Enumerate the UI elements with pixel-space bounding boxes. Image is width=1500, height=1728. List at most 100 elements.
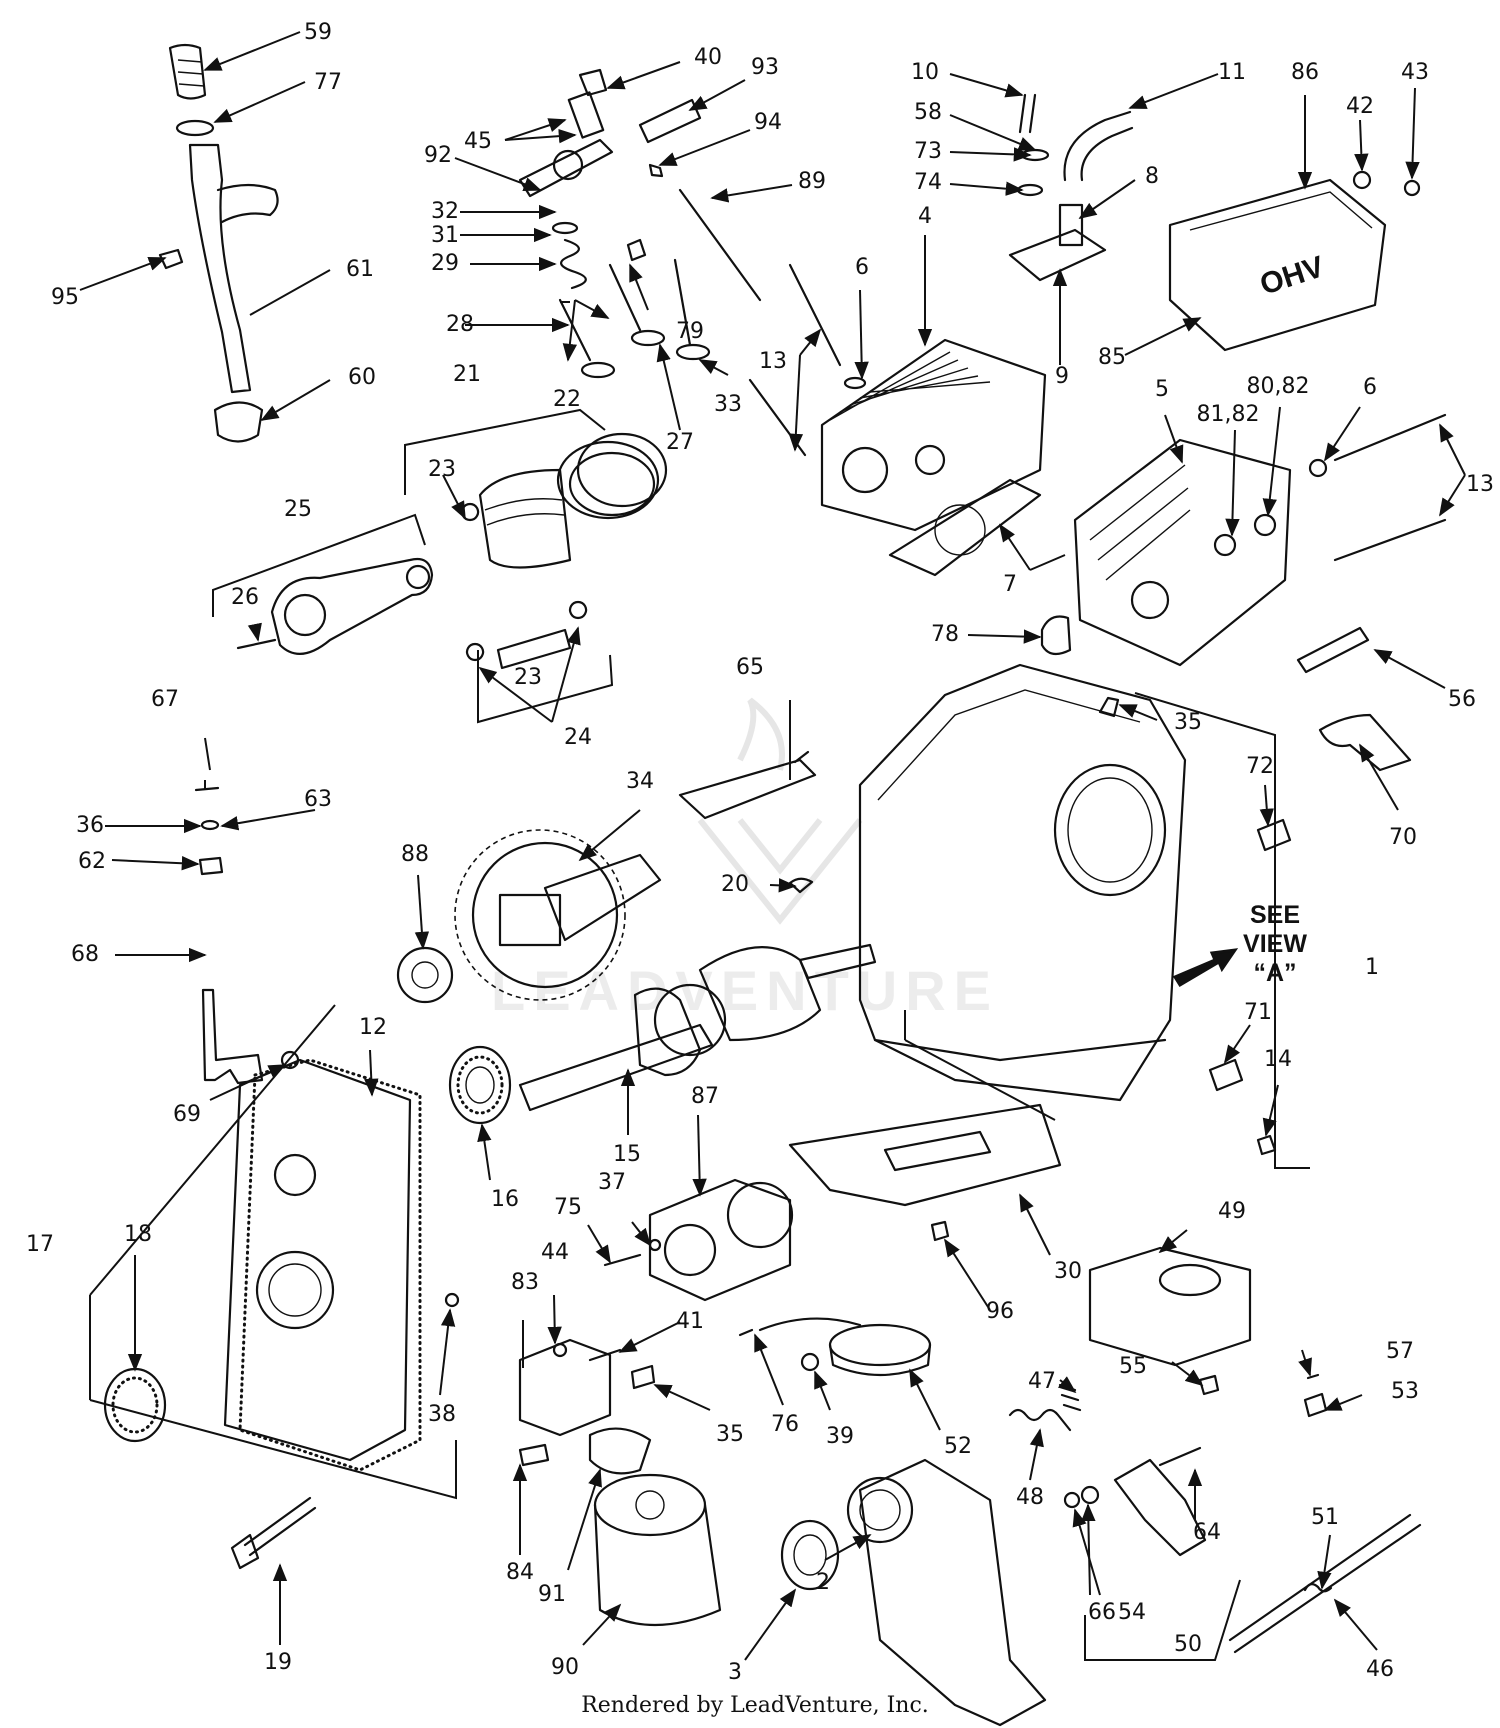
label-8082: 80,82: [1247, 374, 1310, 399]
seal-18: [103, 1367, 167, 1443]
watermark-logo: LEADVENTURE: [491, 697, 999, 1022]
label-52: 52: [944, 1434, 972, 1459]
label-55: 55: [1119, 1354, 1147, 1379]
label-6b: 6: [1363, 375, 1377, 400]
label-2: 2: [816, 1570, 830, 1595]
label-31: 31: [431, 223, 459, 248]
leader-lines: [79, 31, 1466, 1661]
piston-and-rings: [461, 432, 668, 569]
label-67: 67: [151, 687, 179, 712]
label-85: 85: [1098, 345, 1126, 370]
label-4: 4: [918, 204, 932, 229]
label-50: 50: [1174, 1632, 1202, 1657]
label-11: 11: [1218, 60, 1246, 85]
label-94: 94: [754, 110, 782, 135]
label-54: 54: [1118, 1600, 1146, 1625]
label-19: 19: [264, 1650, 292, 1675]
label-53: 53: [1391, 1379, 1419, 1404]
valve-cover: OHV: [1168, 170, 1421, 352]
camshaft: [454, 829, 662, 1001]
label-64: 64: [1193, 1520, 1221, 1545]
label-42: 42: [1346, 94, 1374, 119]
label-70: 70: [1389, 825, 1417, 850]
oil-pump: [603, 1178, 794, 1302]
label-89: 89: [798, 169, 826, 194]
label-28: 28: [446, 312, 474, 337]
label-13a: 13: [759, 349, 787, 374]
label-3: 3: [728, 1660, 742, 1685]
governor-bracket: [1088, 1246, 1252, 1396]
label-36: 36: [76, 813, 104, 838]
label-43: 43: [1401, 60, 1429, 85]
label-9: 9: [1055, 364, 1069, 389]
label-35b: 35: [716, 1422, 744, 1447]
crankcase: [858, 663, 1292, 1156]
spark-plug: [1040, 615, 1412, 772]
label-59: 59: [304, 20, 332, 45]
bolt-19: [230, 1496, 317, 1570]
governor-shaft: [194, 786, 264, 1085]
label-27: 27: [666, 430, 694, 455]
label-26: 26: [231, 585, 259, 610]
label-8: 8: [1145, 164, 1159, 189]
label-91: 91: [538, 1582, 566, 1607]
label-96: 96: [986, 1299, 1014, 1324]
label-92: 92: [424, 143, 452, 168]
label-7: 7: [1003, 572, 1017, 597]
label-71: 71: [1244, 1000, 1272, 1025]
label-86: 86: [1291, 60, 1319, 85]
watermark-text: LEADVENTURE: [491, 959, 999, 1022]
head-gasket: [888, 478, 1042, 577]
label-75: 75: [554, 1195, 582, 1220]
label-23b: 23: [514, 665, 542, 690]
label-35a: 35: [1174, 710, 1202, 735]
callout-line-3: “A”: [1253, 959, 1296, 987]
label-56: 56: [1448, 687, 1476, 712]
label-10: 10: [911, 60, 939, 85]
label-13b: 13: [1466, 472, 1494, 497]
label-63: 63: [304, 787, 332, 812]
label-38: 38: [428, 1402, 456, 1427]
governor-springs-and-link: [1008, 1383, 1422, 1654]
label-32: 32: [431, 199, 459, 224]
label-65: 65: [736, 655, 764, 680]
label-30: 30: [1054, 1259, 1082, 1284]
label-77: 77: [314, 70, 342, 95]
breather-assembly: [1008, 93, 1134, 282]
label-58: 58: [914, 100, 942, 125]
label-48: 48: [1016, 1485, 1044, 1510]
label-66: 66: [1088, 1600, 1116, 1625]
label-23a: 23: [428, 457, 456, 482]
label-24: 24: [564, 725, 592, 750]
piston-pin: [466, 600, 588, 670]
label-87: 87: [691, 1084, 719, 1109]
label-93: 93: [751, 55, 779, 80]
label-18: 18: [124, 1222, 152, 1247]
label-17: 17: [26, 1232, 54, 1257]
valve-cover-brand: OHV: [1256, 250, 1328, 301]
label-83: 83: [511, 1270, 539, 1295]
dipstick-tube-assembly: [158, 43, 279, 443]
callout-line-2: VIEW: [1243, 930, 1307, 958]
part-number-labels: 59 77 61 60 95 40 45 92 93 94 89 32 31 2…: [26, 20, 1494, 1685]
label-60: 60: [348, 365, 376, 390]
cylinder-head-assembly: [1073, 413, 1447, 667]
label-47: 47: [1028, 1369, 1056, 1394]
connecting-rod: [236, 557, 434, 655]
bearing-88: [396, 946, 454, 1004]
throttle-bracket: [1063, 1373, 1328, 1557]
label-44: 44: [541, 1240, 569, 1265]
lower-housing: [780, 1458, 1047, 1727]
oil-filter-adapter: [518, 1338, 656, 1475]
label-72: 72: [1246, 754, 1274, 779]
label-49: 49: [1218, 1199, 1246, 1224]
label-45: 45: [464, 129, 492, 154]
label-1: 1: [1365, 955, 1379, 980]
label-14: 14: [1264, 1047, 1292, 1072]
group-brackets: [89, 408, 1310, 1661]
label-21: 21: [453, 362, 481, 387]
label-84: 84: [506, 1560, 534, 1585]
label-22: 22: [553, 387, 581, 412]
